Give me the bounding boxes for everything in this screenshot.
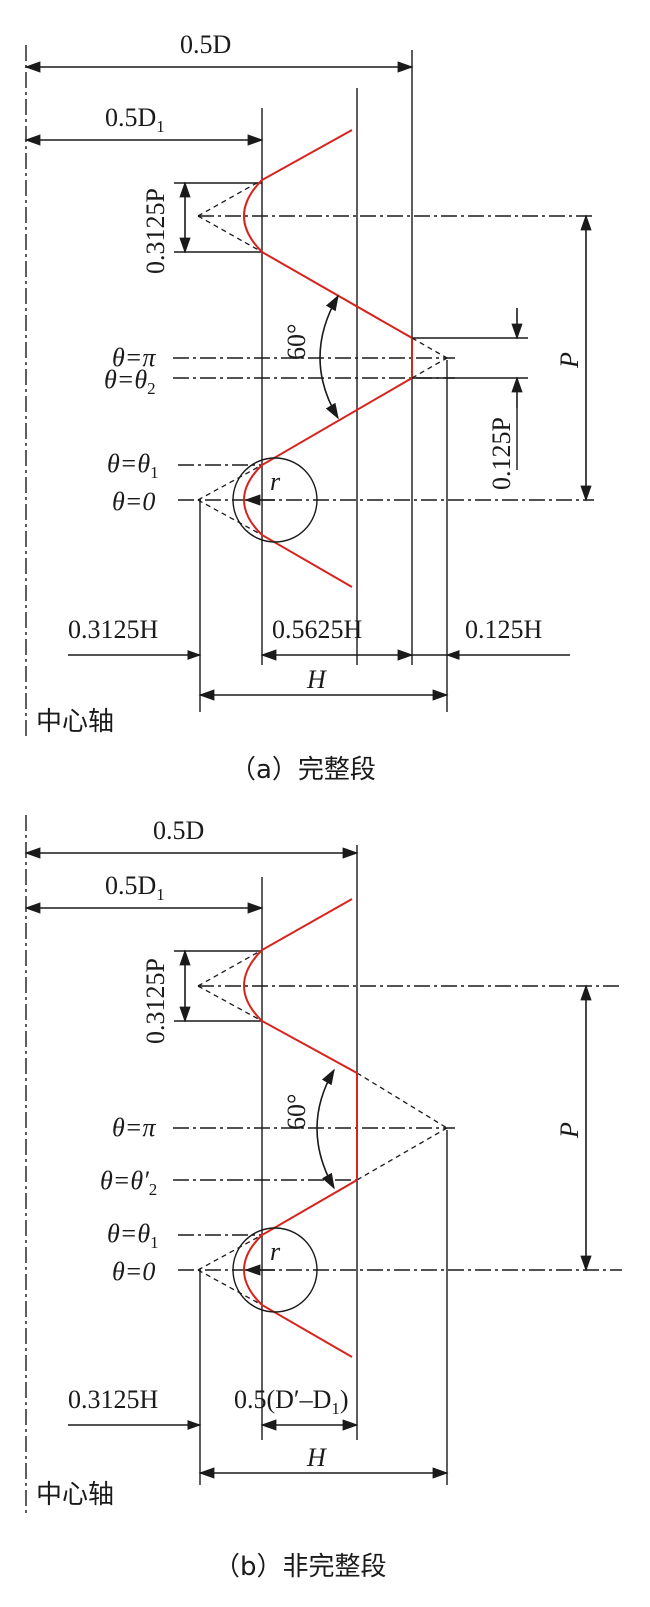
dim-P-label: P xyxy=(555,352,584,369)
root-radius-circle xyxy=(232,1227,318,1313)
dim-0-5625H-label: 0.5625H xyxy=(272,615,363,644)
thread-profile-curve xyxy=(243,898,358,1358)
sharp-v-top-upper xyxy=(197,949,263,987)
central-axis-label: 中心轴 xyxy=(36,707,114,737)
angle-60-label: 60° xyxy=(282,1094,311,1130)
root-radius-label: r xyxy=(270,467,281,496)
dim-0-125H-label: 0.125H xyxy=(465,615,543,644)
theta-pi-label: θ=π xyxy=(112,343,156,372)
root-radius-circle xyxy=(232,457,318,543)
sharp-crest-upper xyxy=(411,337,448,359)
angle-60-arc xyxy=(316,1068,335,1190)
sharp-v-top-upper xyxy=(197,179,263,217)
angle-60-label: 60° xyxy=(282,324,311,360)
central-axis-label: 中心轴 xyxy=(36,1480,114,1510)
dim-0-5D-label: 0.5D xyxy=(153,816,204,845)
sharp-crest-lower xyxy=(356,1127,448,1181)
theta-pi-label: θ=π xyxy=(112,1113,156,1142)
theta-0-label: θ=0 xyxy=(112,1257,155,1286)
theta-0-label: θ=0 xyxy=(112,487,155,516)
sharp-v-bottom-upper xyxy=(197,1234,263,1271)
panel-a-caption: （a）完整段 xyxy=(230,755,376,785)
sharp-v-bottom-lower xyxy=(197,1269,263,1306)
theta-2-prime-label: θ=θ′2 xyxy=(100,1166,157,1199)
angle-60-arc xyxy=(319,294,339,420)
dim-0-125P-label: 0.125P xyxy=(487,417,516,490)
sharp-v-bottom-lower xyxy=(197,499,263,536)
sharp-v-top-lower xyxy=(197,985,263,1022)
sharp-v-bottom-upper xyxy=(197,464,263,501)
panel-b-caption: （b）非完整段 xyxy=(214,1552,387,1582)
dim-0-3125H-label: 0.3125H xyxy=(68,1385,159,1414)
dim-0-5D1-label: 0.5D1 xyxy=(105,103,165,136)
dim-0-5D-label: 0.5D xyxy=(180,30,231,59)
dim-0-3125P-label: 0.3125P xyxy=(141,958,170,1044)
sharp-crest-lower xyxy=(411,357,448,379)
thread-profile-curve xyxy=(243,129,413,588)
theta-1-label: θ=θ1 xyxy=(107,449,159,482)
theta-1-label: θ=θ1 xyxy=(107,1219,159,1252)
panel-a: 0.5D 0.5D1 0.3125P θ=π θ=θ2 θ=θ1 θ=0 60° xyxy=(24,30,594,785)
dim-0-3125P-label: 0.3125P xyxy=(141,188,170,274)
sharp-v-top-lower xyxy=(197,215,263,253)
dim-0-5D1-label: 0.5D1 xyxy=(105,871,165,904)
panel-b: 0.5D 0.5D1 0.3125P θ=π θ=θ′2 θ=θ1 θ=0 60… xyxy=(24,815,622,1582)
dim-H-label: H xyxy=(306,665,327,694)
dim-P-label: P xyxy=(555,1122,584,1139)
root-radius-label: r xyxy=(270,1237,281,1266)
dim-H-label: H xyxy=(306,1443,327,1472)
dim-partial-label: 0.5(D′–D1) xyxy=(234,1385,349,1418)
theta-2-label: θ=θ2 xyxy=(104,365,156,398)
sharp-crest-upper xyxy=(356,1072,448,1129)
dim-0-3125H-label: 0.3125H xyxy=(68,615,159,644)
